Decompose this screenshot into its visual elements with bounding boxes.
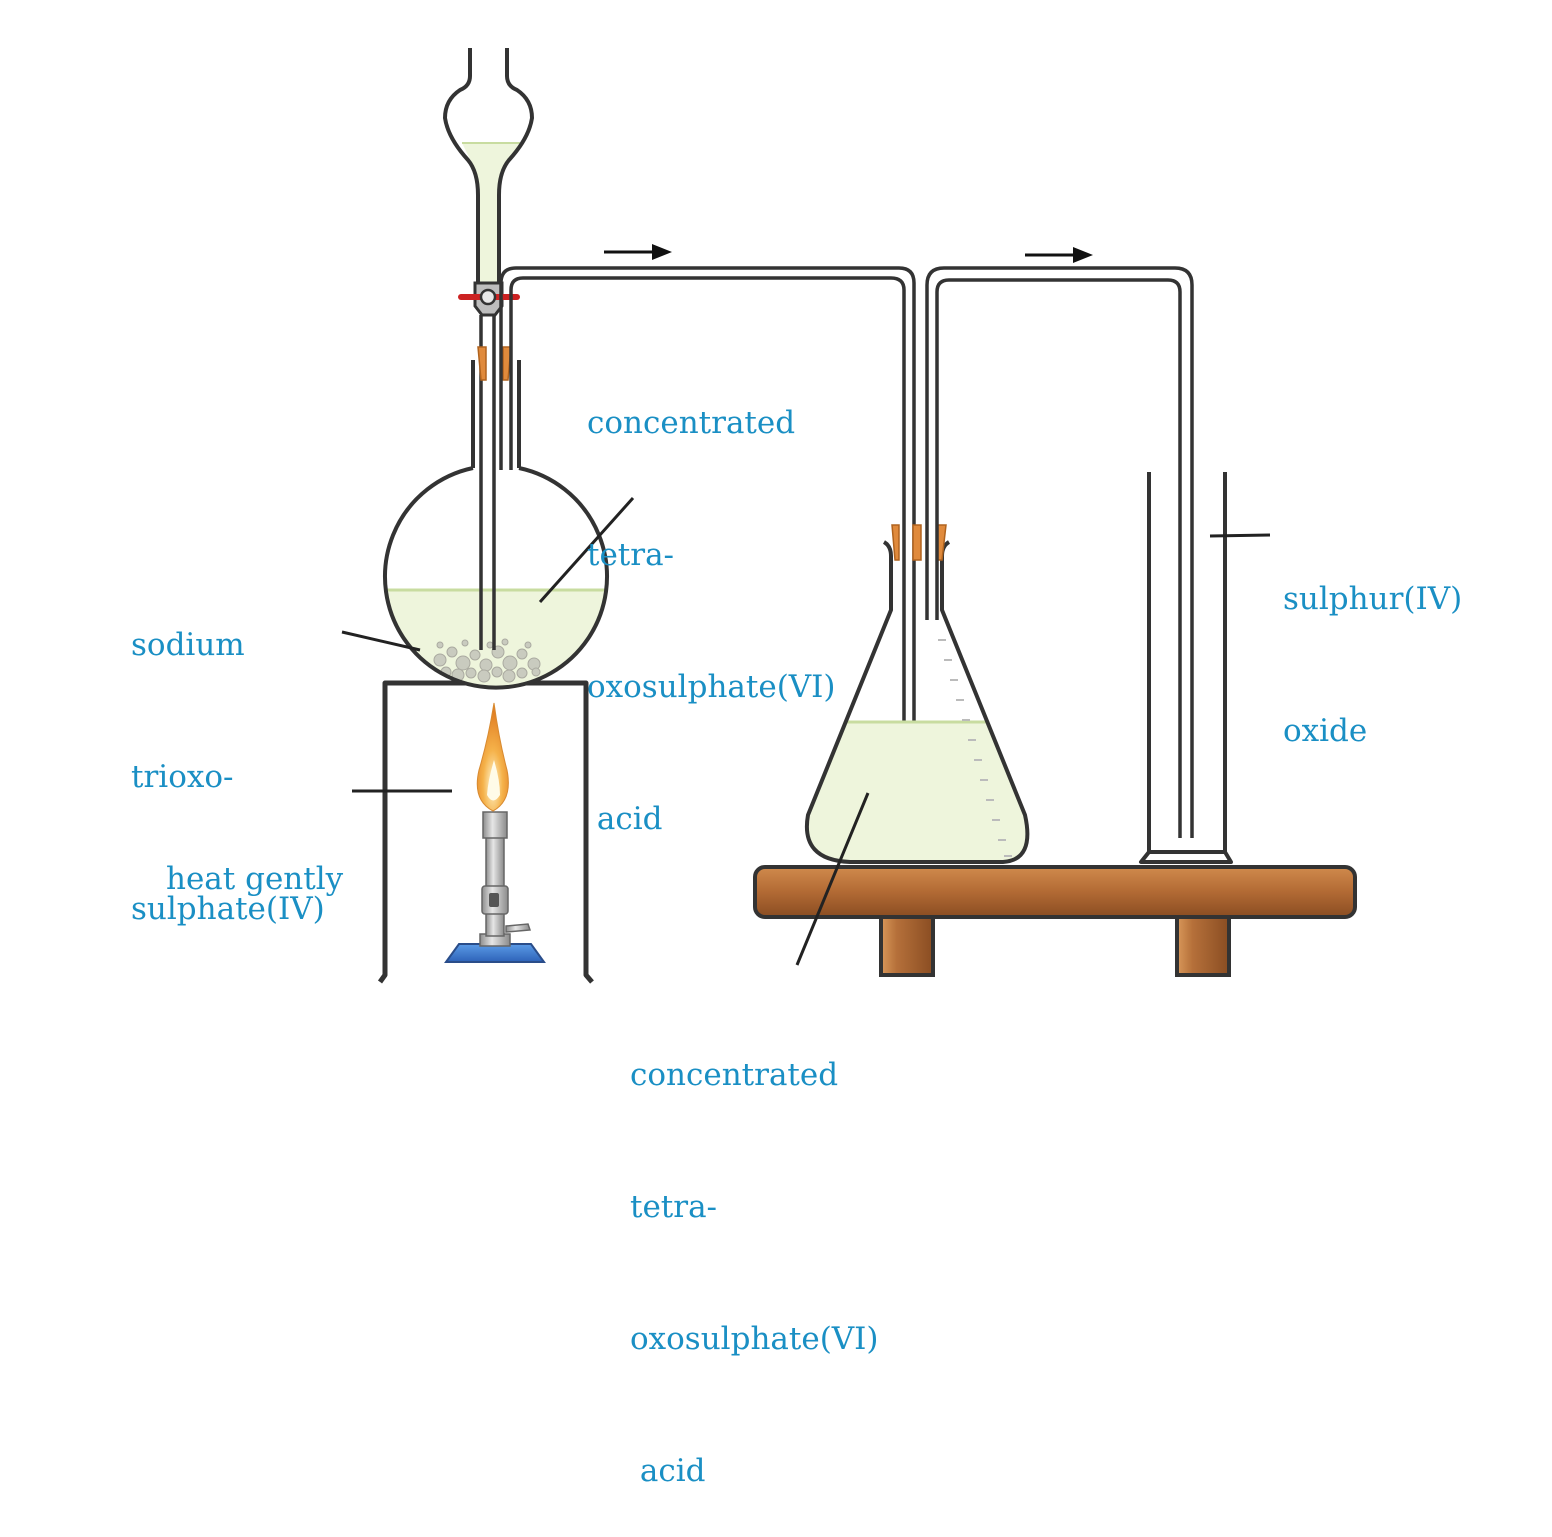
wooden-block: [753, 865, 1357, 977]
right-arrow-icon: [1025, 247, 1093, 263]
delivery-tube-2: [925, 266, 1194, 838]
apparatus-diagram: concentrated tetra- oxosulphate(VI) acid…: [131, 48, 1462, 1489]
label-line: heat gently: [166, 861, 344, 897]
label-sodium: sodium trioxo- sulphate(IV): [131, 535, 325, 975]
diagram-canvas: [341, 48, 1357, 984]
label-line: sulphate(IV): [131, 891, 325, 927]
label-line: trioxo-: [131, 759, 234, 795]
flask-cork: [477, 346, 512, 381]
label-funnel-acid: concentrated tetra- oxosulphate(VI) acid: [587, 313, 836, 885]
label-line: oxide: [1283, 713, 1368, 749]
flame-icon: [476, 702, 509, 812]
conical-flask-cork: [891, 524, 947, 561]
right-arrow-icon: [604, 244, 672, 260]
label-line: tetra-: [587, 537, 675, 573]
gas-jar: [1139, 472, 1233, 864]
graduation-marks: [938, 639, 1012, 857]
delivery-tube-1: [499, 266, 916, 840]
label-gas: sulphur(IV) oxide: [1283, 489, 1462, 797]
label-line: concentrated: [587, 405, 796, 441]
label-flask-acid: concentrated tetra- oxosulphate(VI) acid: [630, 965, 879, 1537]
bunsen-burner-icon: [444, 702, 546, 963]
solid-particles: [433, 638, 541, 683]
label-line: acid: [587, 801, 663, 837]
label-line: sulphur(IV): [1283, 581, 1463, 617]
label-line: oxosulphate(VI): [630, 1321, 879, 1357]
label-line: concentrated: [630, 1057, 839, 1093]
leader-lines: [341, 497, 1271, 966]
label-heat: heat gently: [166, 769, 343, 945]
label-line: sodium: [131, 627, 245, 663]
dropping-funnel: [443, 48, 534, 650]
label-line: tetra-: [630, 1189, 718, 1225]
label-line: oxosulphate(VI): [587, 669, 836, 705]
label-line: acid: [630, 1453, 706, 1489]
